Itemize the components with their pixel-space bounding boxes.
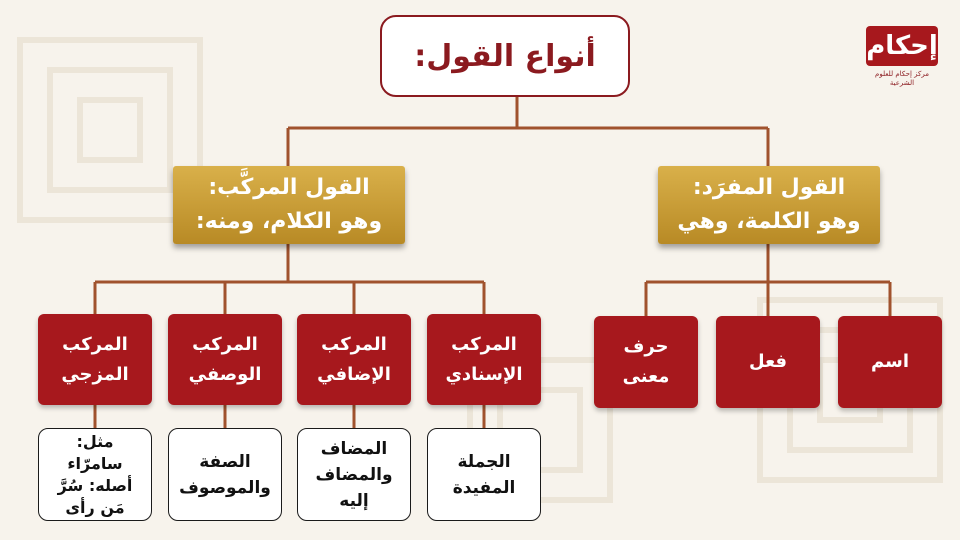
node-harf: حرف معنى xyxy=(594,316,698,408)
example-wasfi-line2: والموصوف xyxy=(179,477,271,498)
branch-mufrad: القول المفرَد: وهو الكلمة، وهي xyxy=(658,166,880,244)
node-idafi-line2: الإضافي xyxy=(317,363,391,385)
node-isnadi-line2: الإسنادي xyxy=(445,363,523,385)
logo-subtitle: مركز إحكام للعلوم الشرعية xyxy=(875,70,929,87)
node-wasfi: المركب الوصفي xyxy=(168,314,282,405)
branch-murakkab-line1: القول المركَّب: xyxy=(208,175,370,200)
branch-murakkab-line2: وهو الكلام، ومنه: xyxy=(195,209,383,234)
node-harf-line1: حرف xyxy=(623,336,669,357)
example-idafi-line1: المضاف xyxy=(320,438,388,459)
example-mazji-line3: أصله: سُرَّ xyxy=(57,475,133,495)
node-wasfi-line2: الوصفي xyxy=(188,363,262,385)
example-mazji-line4: مَن رأى xyxy=(65,497,125,517)
node-harf-line2: معنى xyxy=(622,366,670,387)
example-idafi-line2: والمضاف xyxy=(315,464,393,485)
example-isnadi-line1: الجملة xyxy=(457,451,511,472)
example-wasfi: الصفة والموصوف xyxy=(168,428,282,521)
example-mazji: مثل: سامرّاء أصله: سُرَّ مَن رأى xyxy=(38,428,152,521)
node-ism-label: اسم xyxy=(871,351,909,372)
node-isnadi: المركب الإسنادي xyxy=(427,314,541,405)
logo-mark: إحكام xyxy=(866,26,938,66)
example-idafi-line3: إليه xyxy=(339,490,369,511)
node-idafi-line1: المركب xyxy=(321,333,387,355)
node-fil-label: فعل xyxy=(749,351,788,372)
brand-logo: إحكام مركز إحكام للعلوم الشرعية xyxy=(866,22,938,92)
branch-murakkab: القول المركَّب: وهو الكلام، ومنه: xyxy=(173,166,405,244)
branch-mufrad-line1: القول المفرَد: xyxy=(692,175,846,200)
branch-mufrad-line2: وهو الكلمة، وهي xyxy=(677,209,861,234)
node-idafi: المركب الإضافي xyxy=(297,314,411,405)
node-mazji: المركب المزجي xyxy=(38,314,152,405)
node-isnadi-line1: المركب xyxy=(451,333,517,355)
node-ism: اسم xyxy=(838,316,942,408)
node-mazji-line1: المركب xyxy=(62,333,128,355)
node-mazji-line2: المزجي xyxy=(61,363,129,385)
node-fil: فعل xyxy=(716,316,820,408)
node-wasfi-line1: المركب xyxy=(192,333,258,355)
example-wasfi-line1: الصفة xyxy=(199,451,251,472)
example-idafi: المضاف والمضاف إليه xyxy=(297,428,411,521)
example-mazji-line1: مثل: xyxy=(76,431,114,451)
example-isnadi-line2: المفيدة xyxy=(452,477,516,498)
example-isnadi: الجملة المفيدة xyxy=(427,428,541,521)
diagram-title: أنواع القول: xyxy=(380,15,630,97)
example-mazji-line2: سامرّاء xyxy=(67,453,123,473)
